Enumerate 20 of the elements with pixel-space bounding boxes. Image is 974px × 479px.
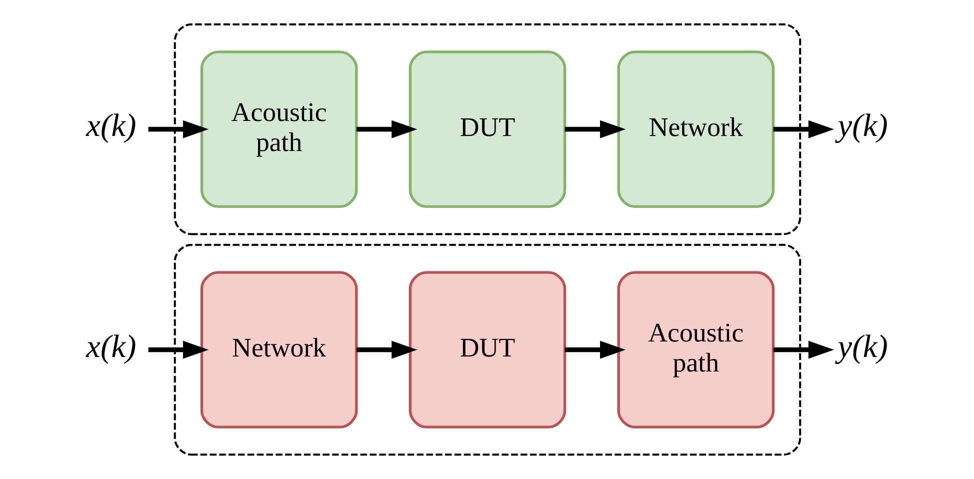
arrow — [356, 340, 417, 359]
node-text: y(k) — [837, 328, 888, 364]
node-box: Network — [616, 50, 774, 208]
arrow — [564, 340, 626, 359]
arrow — [148, 120, 208, 138]
node-text: x(k) — [86, 328, 136, 364]
node-box: DUT — [408, 50, 566, 208]
arrow — [564, 120, 626, 138]
arrow — [356, 120, 417, 138]
node-box: Acoustic path — [616, 271, 774, 428]
node-text: y(k) — [837, 107, 888, 144]
node-box: Network — [200, 271, 358, 428]
node-box: Acoustic path — [200, 50, 358, 208]
node-text: x(k) — [86, 107, 136, 144]
arrow — [148, 340, 208, 359]
cluster — [173, 23, 801, 236]
arrow — [772, 340, 834, 359]
arrow — [772, 120, 834, 138]
cluster — [173, 244, 801, 456]
node-box: DUT — [408, 271, 566, 428]
